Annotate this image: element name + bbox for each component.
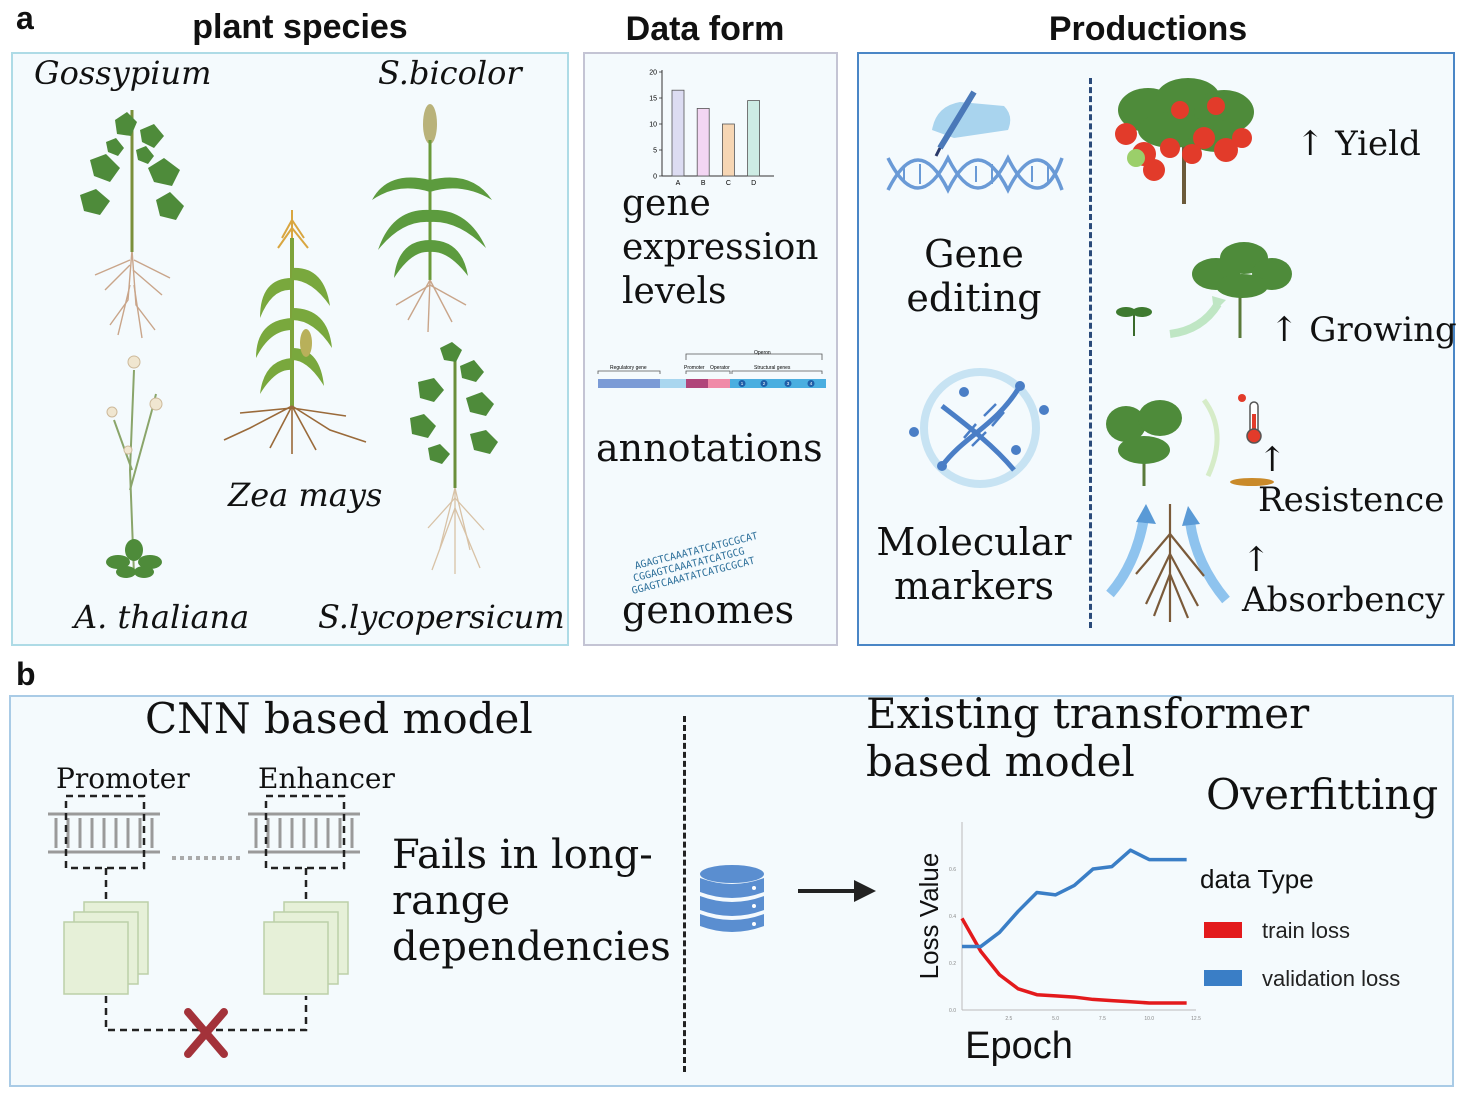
productions-box <box>857 52 1455 646</box>
gene-editing-line-1: Gene <box>924 232 1024 276</box>
transformer-title-line-2: based model <box>866 737 1135 786</box>
svg-text:3: 3 <box>787 381 790 386</box>
loss-chart: 0.0 0.2 0.4 0.6 2.5 5.0 7.5 10.0 12.5 Loss ValueE… <box>914 822 1400 1067</box>
structural-genes-label: Structural genes <box>754 365 791 371</box>
gene-expression-line-3: levels <box>622 271 727 312</box>
svg-text:1: 1 <box>741 381 744 386</box>
zea-mays-plant-icon <box>223 210 367 454</box>
series-line-0 <box>960 917 1187 1005</box>
panel-a-letter: a <box>16 0 34 36</box>
series-line-1 <box>962 848 1187 949</box>
genomes-label: genomes <box>622 588 795 632</box>
y-tick-label: 0.2 <box>949 961 956 967</box>
enhancer-label: Enhancer <box>258 762 395 795</box>
growing-plant-icon <box>1116 242 1292 338</box>
genome-sequence-icon: AGAGTCAAATATCATGCGCAT CGGAGTCAAATATCATGC… <box>631 531 759 597</box>
species-slycopersicum: S.lycopersicum <box>318 598 565 636</box>
operon-label: Operon <box>754 350 771 356</box>
x-axis-label: Epoch <box>965 1025 1073 1067</box>
species-zea-mays: Zea mays <box>228 476 383 514</box>
y-tick-label: 0.0 <box>949 1008 956 1014</box>
promoter-label: Promoter <box>56 762 190 795</box>
promoter-small-label: Promoter <box>684 365 705 371</box>
x-tick-label: B <box>701 180 706 187</box>
bar-B <box>696 108 710 177</box>
fails-text-line-2: range <box>392 878 511 924</box>
x-tick-label: 5.0 <box>1052 1016 1059 1022</box>
tomato-yield-icon <box>1115 78 1254 204</box>
legend-label-1: validation loss <box>1262 966 1400 991</box>
resistance-plant-icon <box>1106 394 1274 486</box>
molecular-markers-icon <box>909 368 1049 488</box>
productions-title: Productions <box>1048 10 1248 48</box>
absorbency-root-icon <box>1106 504 1230 622</box>
annotations-label: annotations <box>596 426 823 470</box>
bar-C <box>722 123 735 177</box>
y-tick-label: 5 <box>653 148 657 155</box>
bar-A <box>671 89 685 177</box>
trait-absorbency: ↑ Absorbency <box>1242 540 1445 620</box>
arrow-icon <box>798 880 876 902</box>
legend-swatch-1 <box>1204 970 1242 986</box>
operon-diagram: Operon Regulatory gene Promoter Operator… <box>597 350 826 388</box>
trait-resistence: ↑ Resistence <box>1258 440 1445 520</box>
x-tick-label: 7.5 <box>1099 1016 1106 1022</box>
data-form-title: Data form <box>625 10 785 48</box>
y-axis-label: Loss Value <box>914 853 944 980</box>
gene-expression-line-1: gene <box>622 183 711 224</box>
fails-text-line-1: Fails in long- <box>392 832 653 878</box>
molecular-markers-line-2: markers <box>893 564 1055 608</box>
sbicolor-plant-icon <box>372 104 492 333</box>
legend-label-0: train loss <box>1262 918 1350 943</box>
svg-text:2: 2 <box>763 381 766 386</box>
panel-b-letter: b <box>16 656 36 692</box>
y-tick-label: 0.6 <box>949 867 956 873</box>
y-tick-label: 0 <box>653 174 657 181</box>
athaliana-plant-icon <box>106 355 163 578</box>
x-tick-label: A <box>676 180 681 187</box>
x-tick-label: D <box>751 180 756 187</box>
gossypium-plant-icon <box>80 110 184 339</box>
fails-text-line-3: dependencies <box>392 924 671 970</box>
panel-b-divider <box>683 716 686 1072</box>
y-tick-label: 20 <box>649 70 657 77</box>
molecular-markers-line-1: Molecular <box>876 520 1072 564</box>
slycopersicum-plant-icon <box>410 342 498 574</box>
gene-editing-line-2: editing <box>906 276 1042 320</box>
svg-text:4: 4 <box>810 381 813 386</box>
transformer-title-line-1: Existing transformer <box>866 689 1310 738</box>
legend-title: data Type <box>1200 864 1314 894</box>
species-athaliana: A. thaliana <box>74 598 250 636</box>
species-gossypium: Gossypium <box>34 54 212 92</box>
x-tick-label: 10.0 <box>1144 1016 1154 1022</box>
y-tick-label: 0.4 <box>949 914 956 920</box>
trait-yield: ↑ Yield <box>1296 124 1421 164</box>
overfitting-label: Overfitting <box>1206 770 1439 819</box>
gene-expression-line-2: expression <box>622 227 819 268</box>
regulatory-gene-label: Regulatory gene <box>610 365 647 371</box>
x-tick-label: C <box>726 180 731 187</box>
database-icon <box>700 865 764 932</box>
productions-divider <box>1089 78 1092 628</box>
y-tick-label: 15 <box>649 96 657 103</box>
cnn-schematic <box>48 794 360 1058</box>
data-form-box <box>583 52 838 646</box>
cnn-title: CNN based model <box>145 694 533 743</box>
gene-editing-icon <box>886 90 1064 194</box>
y-tick-label: 10 <box>649 122 657 129</box>
bar-D <box>747 100 760 177</box>
trait-growing: ↑ Growing <box>1270 310 1457 350</box>
expression-bar-chart: 0 5 10 15 20A B C D <box>649 70 774 187</box>
species-sbicolor: S.bicolor <box>378 54 522 92</box>
x-tick-label: 2.5 <box>1005 1016 1012 1022</box>
plant-species-title: plant species <box>192 8 408 46</box>
operator-small-label: Operator <box>710 365 730 371</box>
x-tick-label: 12.5 <box>1191 1016 1201 1022</box>
legend-swatch-0 <box>1204 922 1242 938</box>
